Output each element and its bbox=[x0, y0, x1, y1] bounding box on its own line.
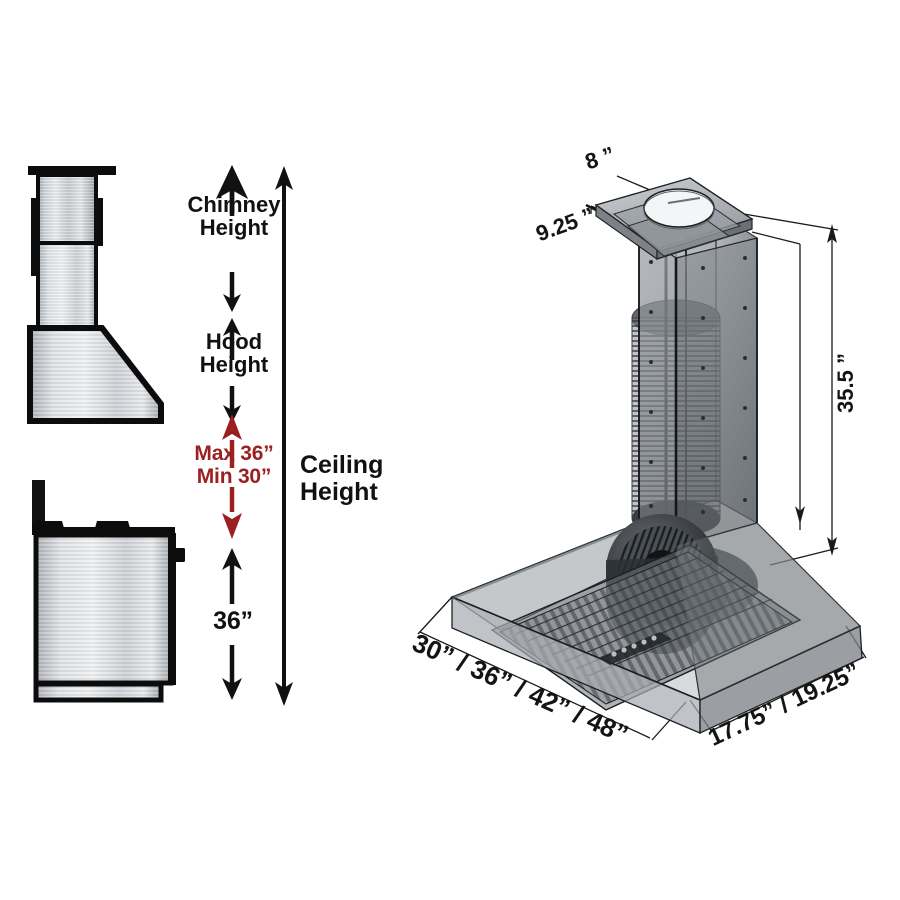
total-height-label: 35.5 ” bbox=[832, 353, 858, 413]
range-height-label: 36” bbox=[213, 607, 253, 635]
control-panel bbox=[598, 632, 672, 665]
chimney-height-label: Chimney Height bbox=[187, 192, 281, 241]
dimension-scale bbox=[215, 164, 293, 706]
range-side-profile bbox=[32, 480, 185, 703]
chimney-height-arrows bbox=[215, 164, 249, 312]
ceiling-height-arrow bbox=[275, 166, 293, 706]
ceiling-height-label: Ceiling Height bbox=[300, 451, 384, 506]
clearance-max-label: Max 36” bbox=[194, 442, 274, 465]
clearance-arrows bbox=[222, 414, 242, 539]
hood-isometric-cutaway bbox=[417, 175, 867, 741]
clearance-min-label: Min 30” bbox=[196, 465, 272, 488]
hood-side-profile bbox=[27, 166, 164, 424]
hood-height-label: Hood Height bbox=[199, 329, 269, 378]
range-height-arrows bbox=[222, 548, 242, 700]
